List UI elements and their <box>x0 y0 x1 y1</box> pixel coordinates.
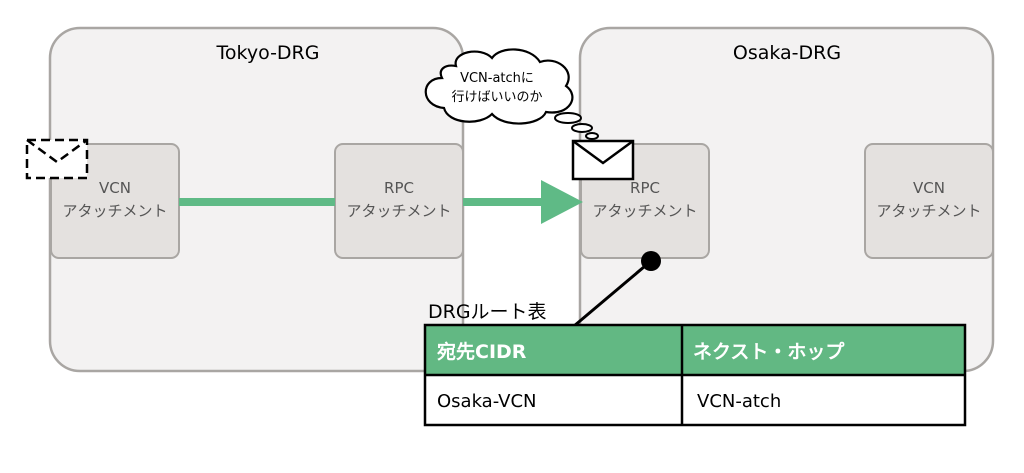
tokyo-rpc-label-line2: アタッチメント <box>346 202 451 220</box>
tokyo-rpc-label-line1: RPC <box>384 179 414 197</box>
thought-text-line2: 行けばいいのか <box>451 90 542 105</box>
route-table-header-next-hop: ネクスト・ホップ <box>693 340 845 363</box>
osaka-vcn-label-line2: アタッチメント <box>876 202 981 220</box>
route-table-header-destination: 宛先CIDR <box>436 340 527 363</box>
tokyo-vcn-label-line1: VCN <box>99 179 131 197</box>
route-table-body-bg <box>425 375 965 425</box>
osaka-vcn-attachment: VCN アタッチメント <box>864 143 994 259</box>
osaka-drg-title: Osaka-DRG <box>733 42 841 64</box>
route-table-cell-destination: Osaka-VCN <box>437 391 537 412</box>
rpc-peering-arrow-head <box>541 180 583 224</box>
route-table: 宛先CIDR ネクスト・ホップ Osaka-VCN VCN-atch <box>423 323 967 427</box>
osaka-rpc-label-line2: アタッチメント <box>592 202 697 220</box>
route-table-pointer-dot <box>641 251 661 271</box>
tokyo-drg-title: Tokyo-DRG <box>216 42 320 64</box>
thought-bubble-dot <box>571 123 593 133</box>
route-table-pointer-line <box>573 259 652 328</box>
thought-bubble-dot <box>554 112 582 124</box>
thought-bubble-dot <box>585 132 599 140</box>
envelope-icon <box>571 139 635 181</box>
route-table-caption: DRGルート表 <box>428 301 547 323</box>
envelope-icon <box>25 138 89 180</box>
route-table-header-bg <box>425 325 965 375</box>
osaka-vcn-label-line1: VCN <box>913 179 945 197</box>
thought-text-line1: VCN-atchに <box>460 71 534 86</box>
route-table-cell-next-hop: VCN-atch <box>697 391 781 412</box>
tokyo-vcn-label-line2: アタッチメント <box>62 202 167 220</box>
osaka-rpc-label-line1: RPC <box>630 179 660 197</box>
thought-cloud: VCN-atchに 行けばいいのか <box>424 48 574 125</box>
tokyo-rpc-attachment: RPC アタッチメント <box>334 143 464 259</box>
